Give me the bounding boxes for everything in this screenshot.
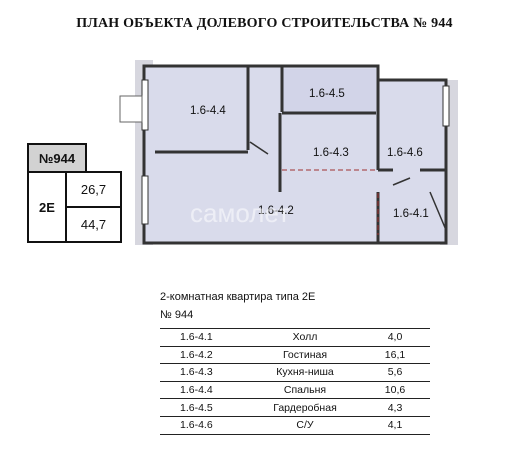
total-area-value: 44,7	[80, 217, 107, 232]
room-area: 5,6	[360, 363, 430, 382]
room-area: 4,3	[360, 398, 430, 417]
room-code: 1.6-4.3	[160, 363, 250, 382]
page-title: ПЛАН ОБЪЕКТА ДОЛЕВОГО СТРОИТЕЛЬСТВА № 94…	[76, 16, 453, 31]
room-fill-wardrobe	[282, 69, 376, 114]
room-code: 1.6-4.5	[160, 398, 250, 417]
room-label-1-6-4-2: 1.6-4.2	[258, 205, 294, 217]
room-name: Спальня	[250, 381, 360, 400]
room-area: 10,6	[360, 381, 430, 400]
apartment-type: 2Е	[29, 173, 67, 241]
room-code: 1.6-4.4	[160, 381, 250, 400]
room-code: 1.6-4.2	[160, 346, 250, 365]
room-label-1-6-4-6: 1.6-4.6	[387, 147, 423, 159]
room-name: Гардеробная	[250, 398, 360, 417]
room-code: 1.6-4.1	[160, 328, 250, 347]
door-bath	[392, 177, 411, 186]
room-code: 1.6-4.6	[160, 416, 250, 435]
balcony-box	[119, 95, 143, 123]
room-label-1-6-4-3: 1.6-4.3	[313, 147, 349, 159]
room-name: Кухня-ниша	[250, 363, 360, 382]
window-right	[442, 85, 450, 127]
apartment-card: 2Е 26,7 44,7	[27, 171, 122, 243]
room-label-1-6-4-4: 1.6-4.4	[190, 105, 226, 117]
window-left-bottom	[141, 175, 149, 225]
outer-wall	[142, 64, 448, 245]
entrance-door	[429, 191, 447, 231]
room-label-1-6-4-1: 1.6-4.1	[393, 208, 429, 220]
apartment-number-box: №944	[27, 143, 87, 171]
apartment-number-text: № 944	[160, 309, 194, 321]
living-area-value: 26,7	[67, 173, 120, 208]
room-name: Гостиная	[250, 346, 360, 365]
room-area: 4,0	[360, 328, 430, 347]
door-bedroom	[249, 141, 269, 155]
apartment-description: 2-комнатная квартира типа 2Е	[160, 291, 316, 303]
watermark-logo: самолет	[190, 198, 290, 228]
room-area: 4,1	[360, 416, 430, 435]
room-name: С/У	[250, 416, 360, 435]
room-label-1-6-4-5: 1.6-4.5	[309, 88, 345, 100]
apartment-areas: 26,7 44,7	[67, 173, 120, 241]
window-left-top	[141, 79, 149, 131]
room-area: 16,1	[360, 346, 430, 365]
room-name: Холл	[250, 328, 360, 347]
